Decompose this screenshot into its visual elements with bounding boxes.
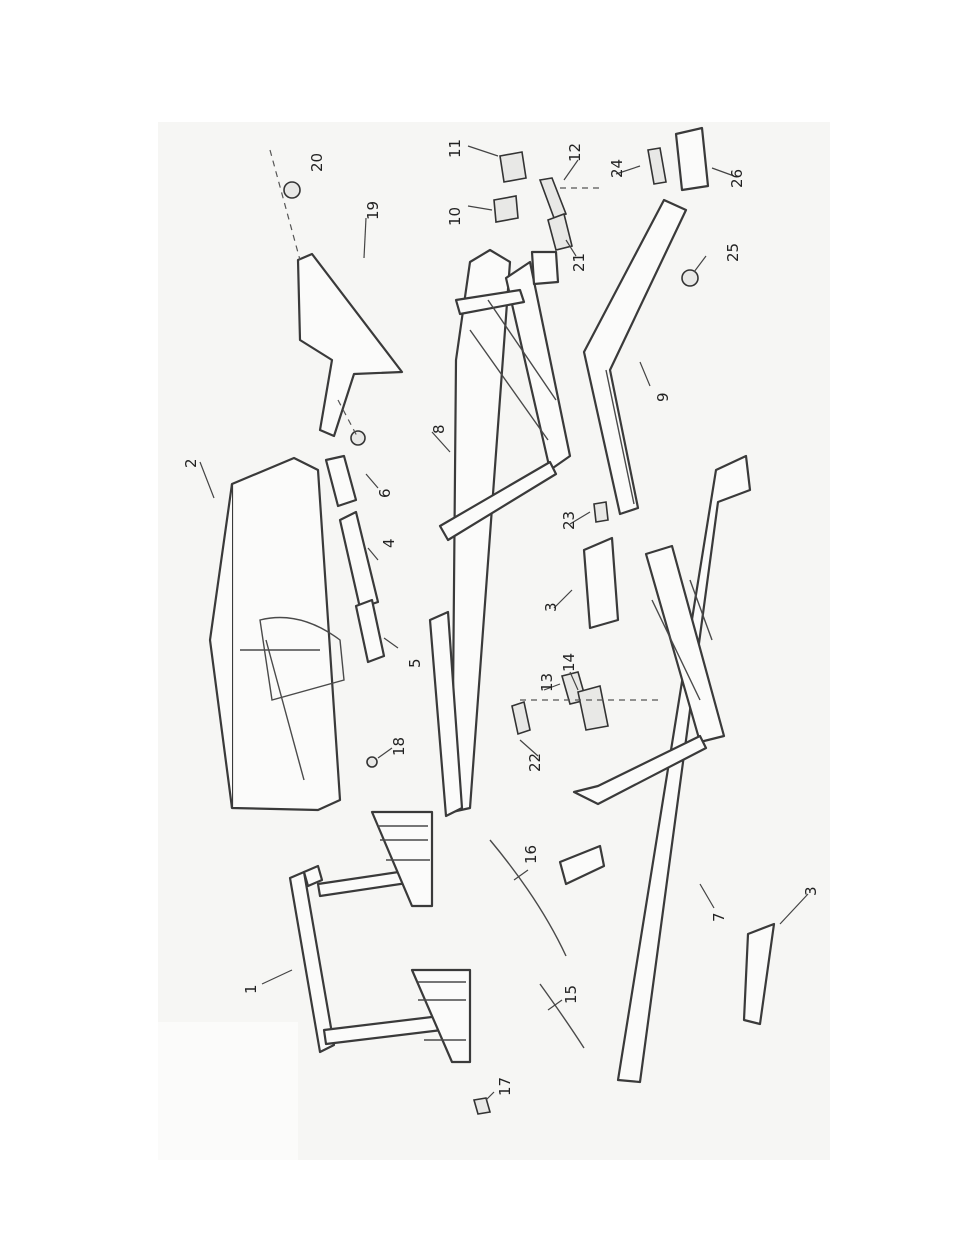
part-11-block	[499, 151, 527, 183]
callout-3b: 3	[802, 886, 820, 896]
part-14-clamp	[577, 685, 609, 731]
part-19-back-bracket	[269, 149, 404, 446]
callout-26: 26	[728, 169, 746, 188]
callout-7: 7	[710, 912, 728, 922]
part-2-seat-tub	[208, 456, 345, 812]
part-4-bracket	[338, 510, 380, 610]
part-1-stand-frame	[288, 810, 472, 1064]
part-22-bolt	[511, 699, 660, 736]
part-3-pad-lower	[742, 922, 776, 1026]
callout-22: 22	[526, 753, 544, 772]
part-7-lower-frame	[558, 454, 752, 1084]
part-10-block	[493, 195, 519, 223]
leader-lines	[199, 145, 809, 1101]
callout-25: 25	[724, 243, 742, 262]
callout-6: 6	[376, 488, 394, 498]
part-6-bracket	[324, 454, 358, 508]
part-16-cable	[489, 839, 567, 957]
part-17-bolt	[472, 1097, 492, 1115]
part-9-arm	[582, 198, 688, 516]
part-8-upper-frame	[428, 248, 572, 818]
sheet-light-corner	[158, 1022, 298, 1160]
callout-20: 20	[308, 153, 326, 172]
callout-9: 9	[654, 392, 672, 402]
callout-24: 24	[608, 159, 626, 178]
callout-23: 23	[560, 511, 578, 530]
part-5-bracket	[354, 598, 386, 664]
callout-4: 4	[380, 538, 398, 548]
callout-labels: 1 2 3 3 4 5 6 7 8 9 10 11 12 13 14 15 16…	[182, 139, 820, 1096]
callout-12: 12	[566, 143, 584, 162]
callout-16: 16	[522, 845, 540, 864]
part-20-knob	[283, 181, 301, 199]
callout-15: 15	[562, 985, 580, 1004]
callout-18: 18	[390, 737, 408, 756]
callout-5: 5	[406, 658, 424, 668]
callout-2: 2	[182, 458, 200, 468]
part-26-clevis	[674, 126, 710, 192]
part-25-knob	[681, 269, 699, 287]
callout-3a: 3	[542, 602, 560, 612]
callout-8: 8	[430, 424, 448, 434]
part-18-bolt	[366, 756, 378, 768]
part-24-pin	[647, 147, 667, 185]
callout-14: 14	[560, 653, 578, 672]
callout-19: 19	[364, 201, 382, 220]
part-15-cable	[539, 983, 585, 1049]
callout-13: 13	[538, 673, 556, 692]
callout-17: 17	[496, 1077, 514, 1096]
callout-11: 11	[446, 139, 464, 158]
part-12-bolt	[538, 177, 600, 220]
part-3-pad-upper	[582, 536, 620, 630]
callout-1: 1	[242, 984, 260, 994]
part-23-hardware	[593, 501, 609, 523]
callout-21: 21	[570, 253, 588, 272]
callout-10: 10	[446, 207, 464, 226]
